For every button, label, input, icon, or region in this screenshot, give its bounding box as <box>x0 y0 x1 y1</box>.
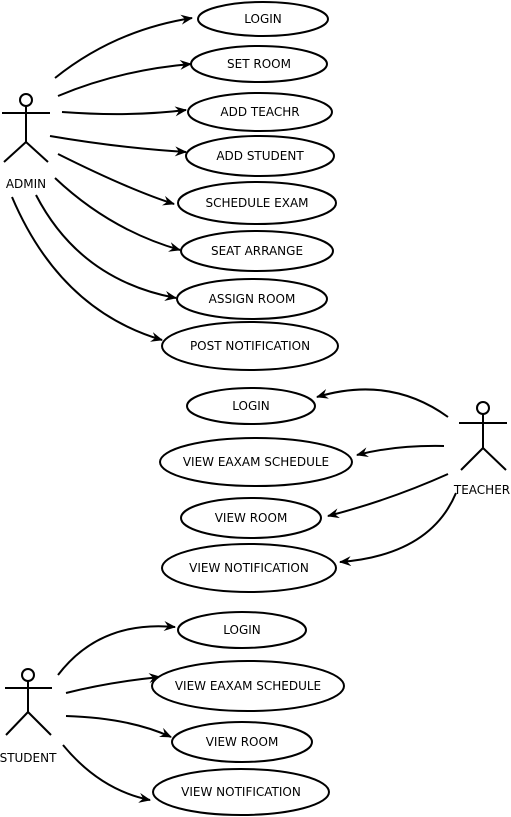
assoc-student-login <box>57 621 176 676</box>
usecase-admin-add-student-label: ADD STUDENT <box>216 149 304 163</box>
usecase-admin-add-student: ADD STUDENT <box>185 135 335 177</box>
usecase-admin-login-label: LOGIN <box>244 12 282 26</box>
assoc-student-view-notification <box>62 744 151 803</box>
student-use-cases: LOGIN VIEW EAXAM SCHEDULE VIEW ROOM VIEW… <box>151 611 345 816</box>
assoc-admin-login <box>54 14 193 79</box>
usecase-student-login-label: LOGIN <box>223 623 261 637</box>
usecase-admin-schedule-exam: SCHEDULE EXAM <box>177 181 337 225</box>
student-associations <box>57 621 176 803</box>
usecase-admin-seat-arrange: SEAT ARRANGE <box>180 230 334 272</box>
assoc-student-view-exam-schedule <box>65 673 161 694</box>
assoc-admin-set-room <box>57 59 192 97</box>
usecase-student-view-room-label: VIEW ROOM <box>206 735 279 749</box>
teacher-associations <box>316 388 457 567</box>
usecase-admin-schedule-exam-label: SCHEDULE EXAM <box>205 196 308 210</box>
assoc-teacher-view-exam-schedule <box>356 444 445 458</box>
actor-admin-figure <box>2 93 50 163</box>
usecase-teacher-view-room-label: VIEW ROOM <box>215 511 288 525</box>
actor-teacher: TEACHER <box>453 401 510 497</box>
assoc-admin-schedule-exam <box>57 153 175 206</box>
actor-student-figure <box>5 668 52 736</box>
usecase-student-login: LOGIN <box>177 611 307 649</box>
usecase-student-view-exam-schedule: VIEW EAXAM SCHEDULE <box>151 660 345 712</box>
usecase-teacher-view-exam-schedule-label: VIEW EAXAM SCHEDULE <box>183 455 329 469</box>
assoc-admin-assign-room <box>35 194 177 301</box>
admin-use-cases: LOGIN SET ROOM ADD TEACHR ADD STUDENT SC… <box>161 1 339 371</box>
assoc-student-view-room <box>65 715 172 738</box>
assoc-admin-add-student <box>49 135 187 157</box>
usecase-admin-post-notification: POST NOTIFICATION <box>161 321 339 371</box>
assoc-admin-add-teacher <box>61 106 187 117</box>
usecase-admin-login: LOGIN <box>197 1 329 37</box>
assoc-admin-seat-arrange <box>54 177 181 252</box>
usecase-student-view-notification: VIEW NOTIFICATION <box>152 768 330 816</box>
usecase-admin-seat-arrange-label: SEAT ARRANGE <box>211 244 303 258</box>
actor-student: STUDENT <box>0 668 57 765</box>
usecase-teacher-login-label: LOGIN <box>232 399 270 413</box>
usecase-admin-post-notification-label: POST NOTIFICATION <box>190 339 310 353</box>
actor-student-label: STUDENT <box>0 751 57 765</box>
actor-admin: ADMIN <box>2 93 50 191</box>
usecase-admin-assign-room: ASSIGN ROOM <box>176 278 328 320</box>
assoc-teacher-view-notification <box>339 492 457 567</box>
assoc-teacher-view-room <box>327 473 449 519</box>
usecase-admin-add-teacher: ADD TEACHR <box>187 92 333 132</box>
assoc-admin-post-notification <box>11 196 163 342</box>
usecase-teacher-view-notification-label: VIEW NOTIFICATION <box>189 561 309 575</box>
usecase-admin-set-room: SET ROOM <box>190 45 328 83</box>
usecase-teacher-view-room: VIEW ROOM <box>180 497 322 539</box>
assoc-teacher-login <box>316 388 449 418</box>
actor-admin-label: ADMIN <box>6 177 46 191</box>
usecase-student-view-room: VIEW ROOM <box>171 721 313 763</box>
usecase-teacher-view-exam-schedule: VIEW EAXAM SCHEDULE <box>159 437 353 487</box>
admin-associations <box>11 14 193 342</box>
usecase-teacher-view-notification: VIEW NOTIFICATION <box>161 543 337 593</box>
usecase-admin-assign-room-label: ASSIGN ROOM <box>209 292 296 306</box>
usecase-admin-add-teacher-label: ADD TEACHR <box>220 105 299 119</box>
actor-teacher-label: TEACHER <box>453 483 510 497</box>
usecase-admin-set-room-label: SET ROOM <box>227 57 291 71</box>
actor-teacher-figure <box>459 401 507 471</box>
teacher-use-cases: LOGIN VIEW EAXAM SCHEDULE VIEW ROOM VIEW… <box>159 387 353 593</box>
usecase-teacher-login: LOGIN <box>186 387 316 425</box>
usecase-student-view-notification-label: VIEW NOTIFICATION <box>181 785 301 799</box>
usecase-student-view-exam-schedule-label: VIEW EAXAM SCHEDULE <box>175 679 321 693</box>
